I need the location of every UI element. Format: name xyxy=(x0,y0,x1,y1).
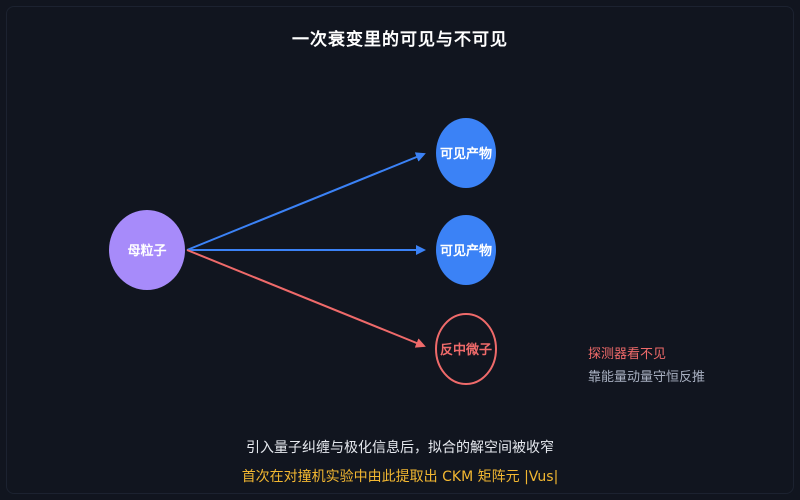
visible-product-node-2 xyxy=(436,215,496,285)
detector-invisible-note: 探测器看不见 xyxy=(588,347,667,362)
arrow-to-visible-product-1 xyxy=(186,152,426,251)
parent-particle-node xyxy=(109,210,185,290)
ckm-highlight-caption: 首次在对撞机实验中由此提取出 CKM 矩阵元 |Vus| xyxy=(241,469,559,485)
arrow-to-antineutrino xyxy=(186,249,426,348)
visible-product-label-2: 可见产物 xyxy=(440,243,492,259)
antineutrino-label: 反中微子 xyxy=(440,342,492,358)
parent-particle-label: 母粒子 xyxy=(127,243,166,259)
panel-border xyxy=(6,6,794,494)
diagram-title: 一次衰变里的可见与不可见 xyxy=(292,30,508,50)
visible-product-label-1: 可见产物 xyxy=(440,146,492,162)
visible-product-node-1 xyxy=(436,118,496,188)
conservation-inference-note: 靠能量动量守恒反推 xyxy=(588,370,706,385)
entanglement-caption: 引入量子纠缠与极化信息后，拟合的解空间被收窄 xyxy=(246,440,554,456)
antineutrino-node xyxy=(435,313,497,385)
